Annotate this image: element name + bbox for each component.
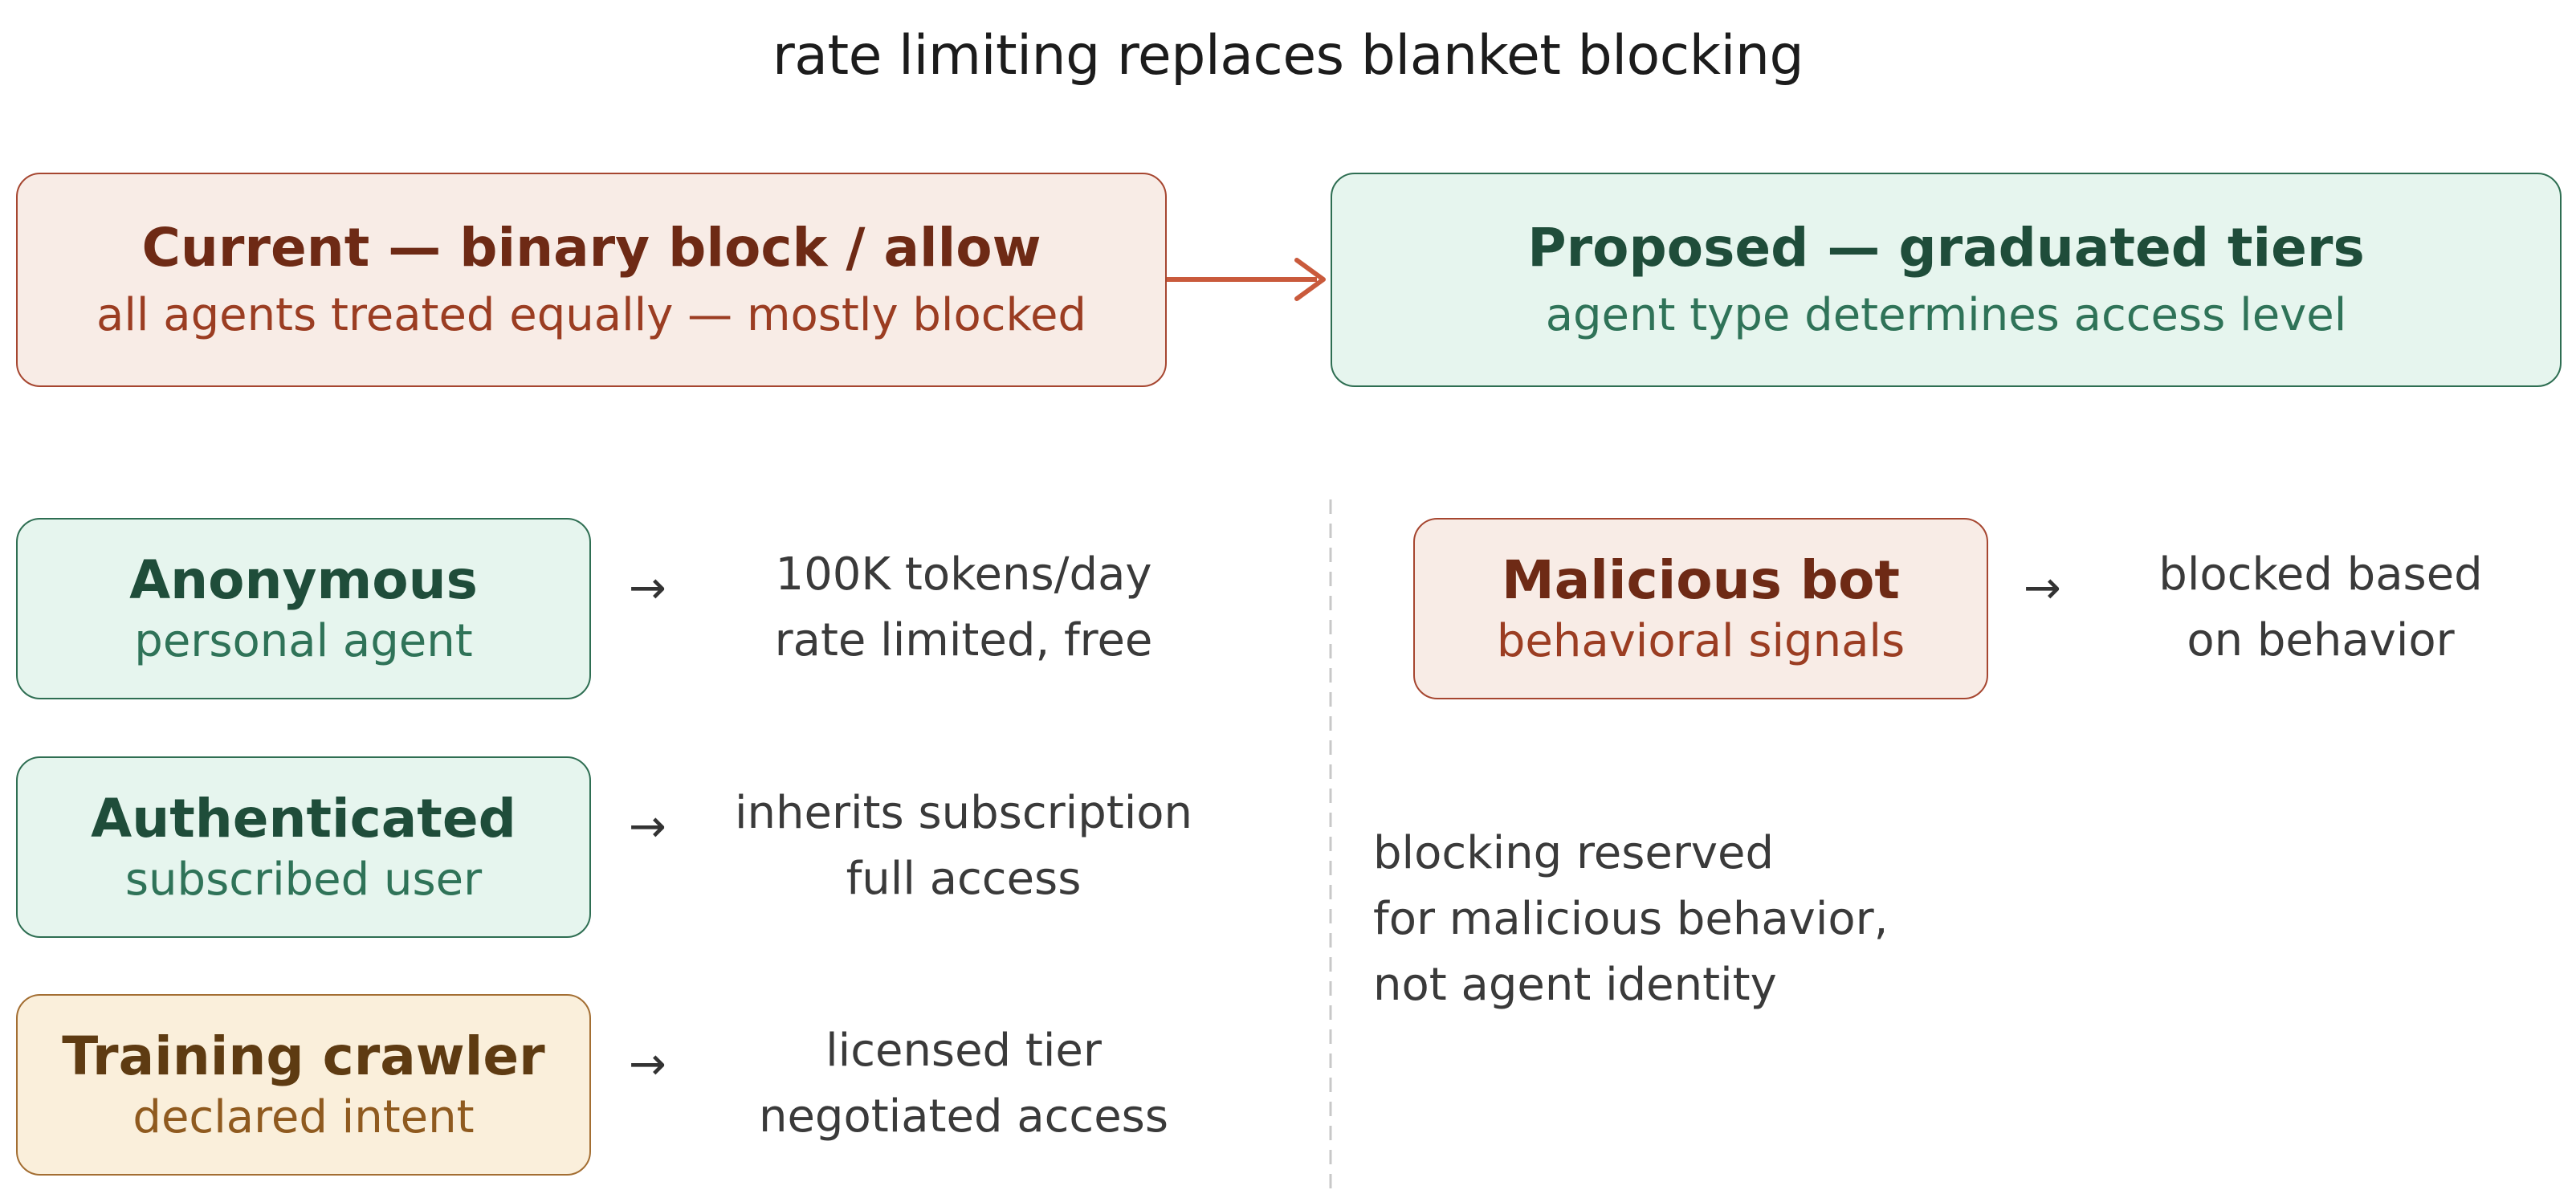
tier-malicious-bot-arrow-icon: → (2024, 562, 2061, 614)
tier-authenticated-heading: Authenticated (91, 787, 516, 850)
tier-malicious-bot-subtitle: behavioral signals (1496, 614, 1906, 667)
tier-anonymous-subtitle: personal agent (134, 614, 473, 667)
current-state-subtitle: all agents treated equally — mostly bloc… (96, 289, 1086, 342)
tier-anonymous-result-line: rate limited, free (774, 614, 1153, 666)
tier-malicious-bot-heading: Malicious bot (1502, 548, 1900, 611)
tier-training-crawler-result-line: licensed tier (825, 1025, 1102, 1077)
tier-authenticated-subtitle: subscribed user (124, 853, 483, 906)
proposed-state-subtitle: agent type determines access level (1545, 289, 2347, 342)
note-line: blocking reserved (1373, 827, 1775, 879)
tier-malicious-bot-result-line: blocked based (2158, 548, 2483, 601)
tier-malicious-bot-box: Malicious bot behavioral signals (1413, 518, 1988, 699)
blocking-policy-note: blocking reserved for malicious behavior… (1373, 821, 1888, 1018)
tier-malicious-bot-result: blocked based on behavior (2104, 542, 2537, 674)
note-line: for malicious behavior, (1373, 893, 1889, 945)
current-state-box: Current — binary block / allow all agent… (16, 173, 1167, 387)
tier-anonymous-box: Anonymous personal agent (16, 518, 591, 699)
tier-authenticated-result-line: full access (846, 853, 1082, 905)
tier-training-crawler-heading: Training crawler (62, 1025, 545, 1087)
proposed-state-heading: Proposed — graduated tiers (1527, 217, 2365, 279)
tier-anonymous-heading: Anonymous (129, 548, 478, 611)
tier-authenticated-box: Authenticated subscribed user (16, 756, 591, 938)
tier-authenticated-result: inherits subscription full access (691, 780, 1237, 912)
note-line: not agent identity (1373, 959, 1777, 1011)
tier-training-crawler-result-line: negotiated access (758, 1090, 1169, 1143)
tier-anonymous-arrow-icon: → (629, 562, 666, 614)
tier-anonymous-result-line: 100K tokens/day (775, 548, 1152, 601)
diagram-title: rate limiting replaces blanket blocking (772, 24, 1804, 88)
tier-anonymous-result: 100K tokens/day rate limited, free (707, 542, 1221, 674)
tier-training-crawler-box: Training crawler declared intent (16, 994, 591, 1176)
transition-arrow (1167, 258, 1326, 301)
current-state-heading: Current — binary block / allow (141, 217, 1041, 279)
tier-authenticated-arrow-icon: → (629, 801, 666, 853)
tier-authenticated-result-line: inherits subscription (734, 787, 1193, 839)
tier-training-crawler-result: licensed tier negotiated access (707, 1018, 1221, 1150)
tier-training-crawler-arrow-icon: → (629, 1038, 666, 1090)
tier-training-crawler-subtitle: declared intent (132, 1090, 475, 1143)
tier-malicious-bot-result-line: on behavior (2187, 614, 2455, 666)
proposed-state-box: Proposed — graduated tiers agent type de… (1331, 173, 2562, 387)
